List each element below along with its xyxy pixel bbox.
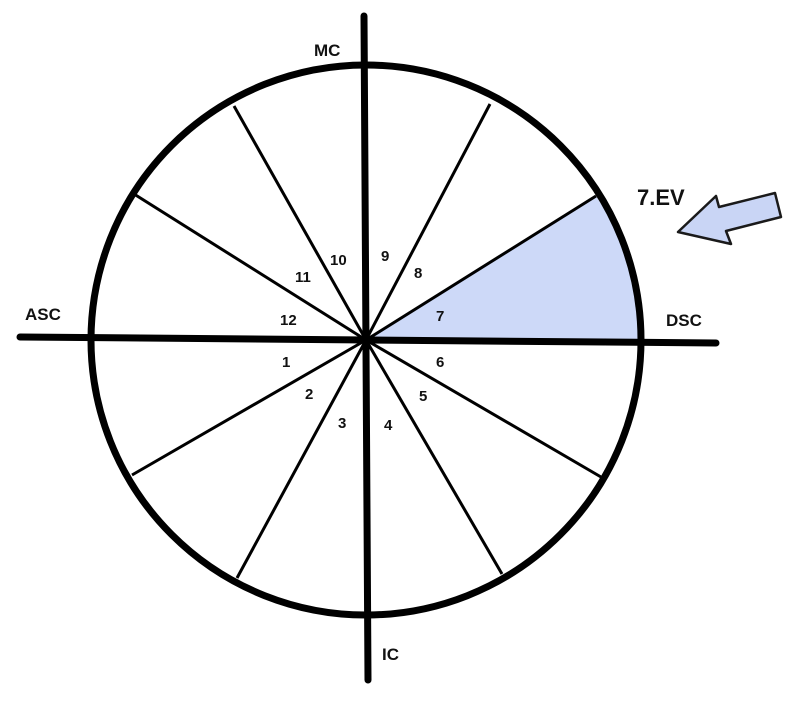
cusp-line-1-2 [131,338,367,477]
house-number-7: 7 [436,308,444,325]
axis-label-ic: IC [382,645,399,664]
house-number-2: 2 [305,386,313,403]
cusp-line-10-11 [232,105,368,341]
house-number-11: 11 [295,269,311,286]
cusp-line-8-9 [364,103,492,341]
cusp-line-7-8 [365,194,597,342]
axis-label-mc: MC [314,41,340,60]
house-number-4: 4 [384,417,393,434]
house-number-8: 8 [414,265,422,282]
house-number-5: 5 [419,388,427,405]
house-number-1: 1 [282,354,290,371]
cusp-line-5-6 [365,338,602,479]
vertical-axis [360,12,372,684]
house-number-10: 10 [330,252,347,269]
house-number-9: 9 [381,248,389,265]
highlight-label: 7.EV [637,185,685,210]
axis-label-dsc: DSC [666,311,702,330]
house-number-3: 3 [338,415,346,432]
cusp-line-2-3 [235,339,368,579]
house-number-12: 12 [280,312,297,329]
cusp-line-4-5 [364,339,504,575]
house-7-highlight [366,196,640,340]
left-arrow-icon [676,191,783,246]
house-number-6: 6 [436,354,444,371]
axis-label-asc: ASC [25,305,61,324]
house-cusp-lines [131,103,602,579]
cusp-line-11-12 [133,192,367,342]
